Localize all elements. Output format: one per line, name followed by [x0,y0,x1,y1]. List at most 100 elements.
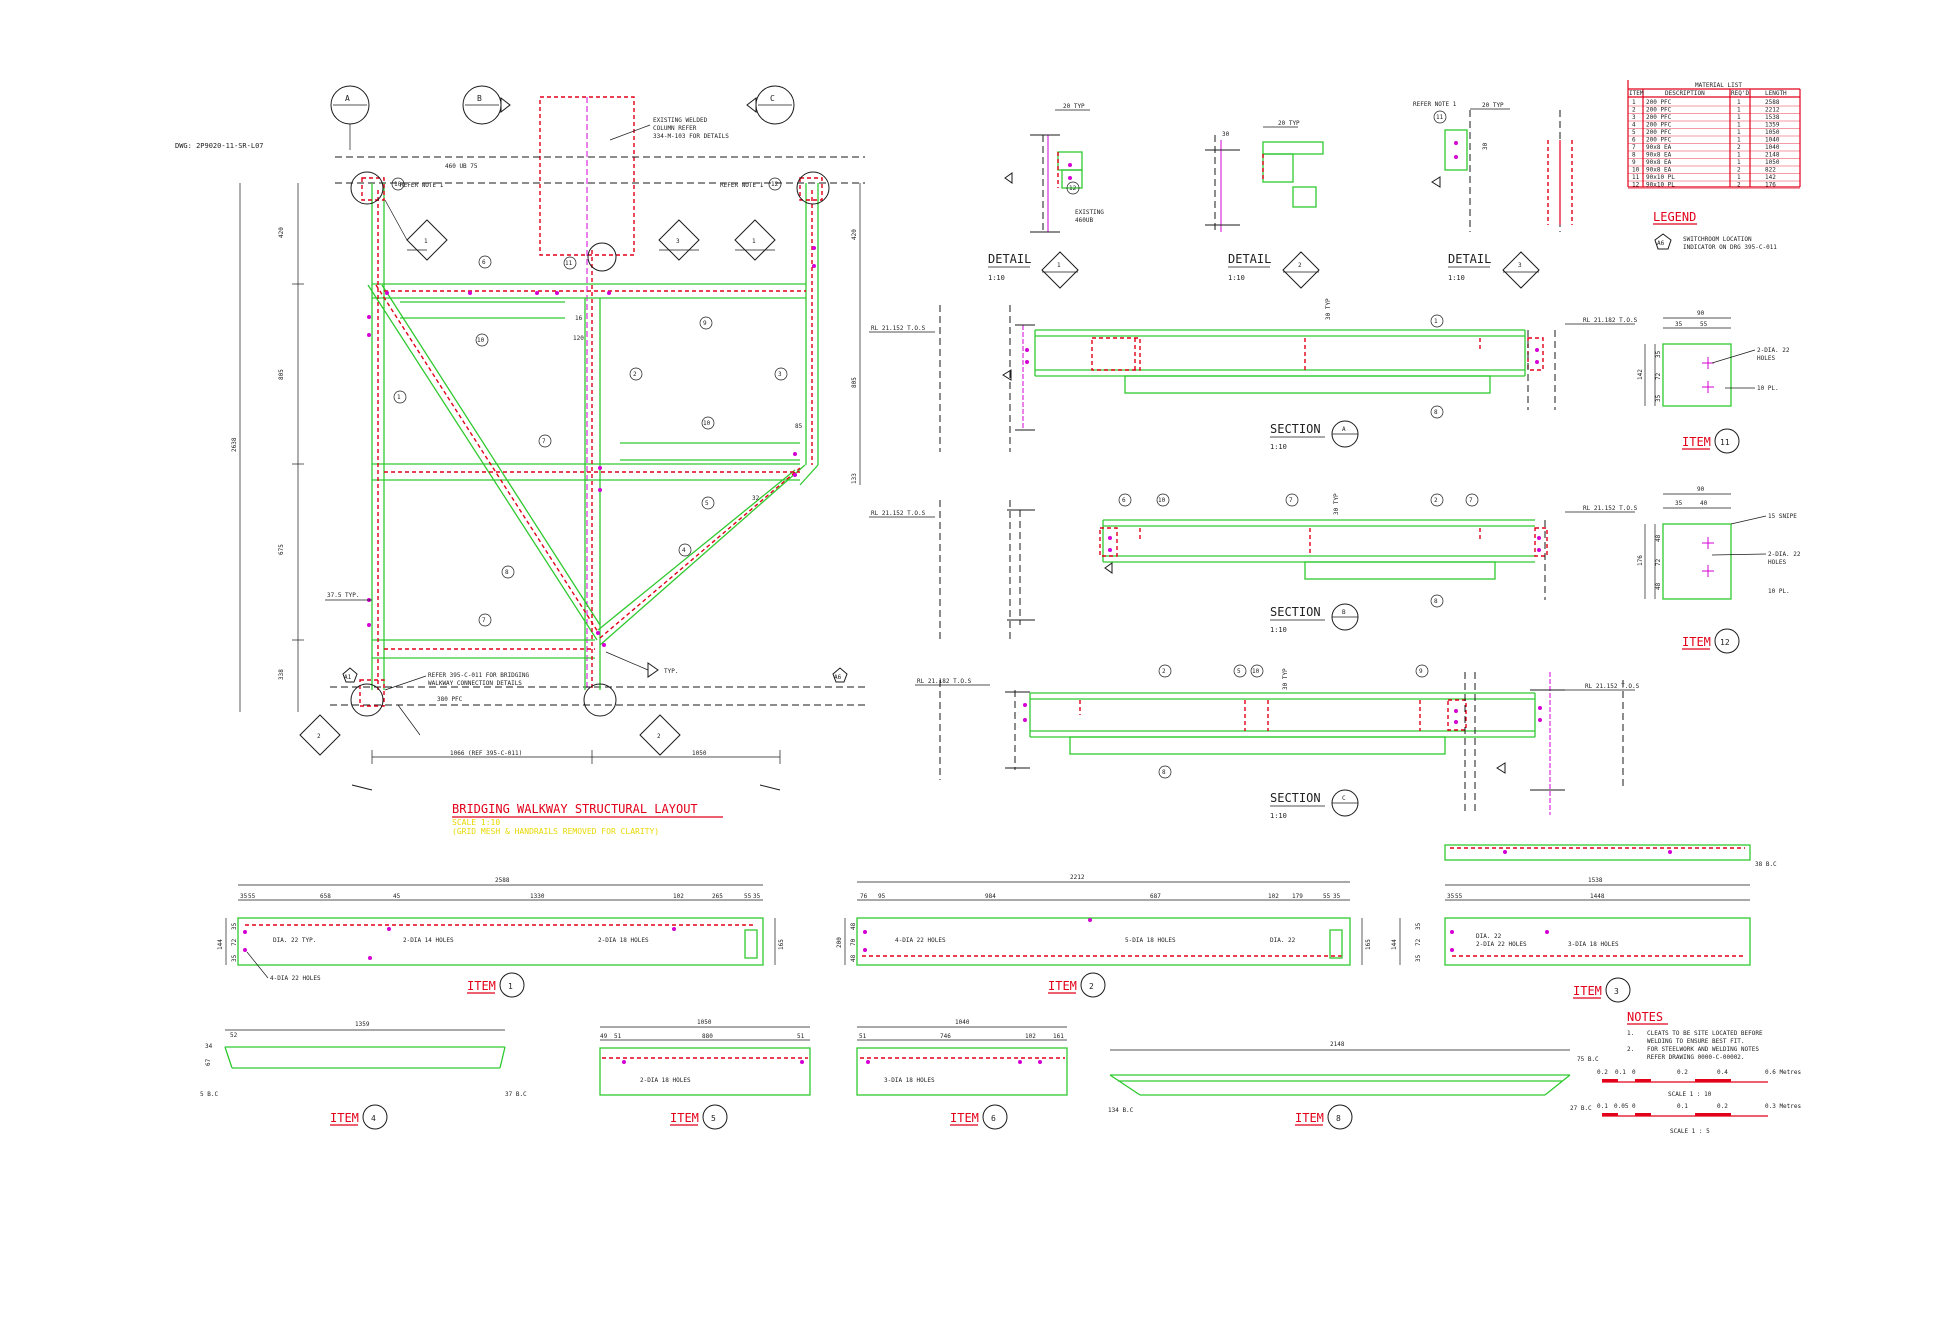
svg-text:REFER 395-C-011 FOR BRIDGING: REFER 395-C-011 FOR BRIDGING [428,672,530,679]
svg-text:1: 1 [752,238,756,245]
svg-text:INDICATOR ON DRG 395-C-011: INDICATOR ON DRG 395-C-011 [1683,244,1777,251]
detail-3: 20 TYP REFER NOTE 1 11 30 DETAIL 1:10 3 [1413,101,1573,289]
svg-text:1050: 1050 [692,750,707,757]
svg-text:4-DIA 22 HOLES: 4-DIA 22 HOLES [270,975,321,982]
svg-text:165: 165 [778,939,785,950]
svg-text:51: 51 [859,1033,867,1040]
material-cell: 1 [1632,99,1636,106]
svg-text:16: 16 [575,315,583,322]
svg-text:A1: A1 [344,674,352,681]
svg-text:334-M-103 FOR DETAILS: 334-M-103 FOR DETAILS [653,133,729,140]
svg-text:805: 805 [278,369,285,380]
svg-text:1538: 1538 [1588,877,1603,884]
svg-text:2-DIA 18 HOLES: 2-DIA 18 HOLES [598,937,649,944]
svg-text:1: 1 [1434,318,1438,325]
svg-text:0.1: 0.1 [1597,1103,1608,1110]
svg-text:2638: 2638 [231,437,238,452]
svg-text:30 TYP: 30 TYP [1333,493,1340,515]
svg-text:30: 30 [1482,142,1489,150]
svg-text:SCALE 1 : 10: SCALE 1 : 10 [1668,1091,1712,1098]
svg-text:746: 746 [940,1033,951,1040]
svg-text:1:10: 1:10 [1448,274,1465,282]
svg-text:RL 21.152 T.O.S: RL 21.152 T.O.S [871,325,926,332]
svg-text:55: 55 [1455,893,1463,900]
svg-text:ITEM: ITEM [1048,979,1077,993]
svg-text:8: 8 [505,569,509,576]
svg-text:3: 3 [778,371,782,378]
svg-text:51: 51 [614,1033,622,1040]
plan-dimensions: 420 805 675 338 2638 420 805 133 37.5 TY… [231,183,861,791]
svg-text:0: 0 [1632,1069,1636,1076]
svg-text:70: 70 [850,938,857,946]
material-cell: 142 [1765,174,1776,181]
material-cell: 90x8 EA [1646,159,1672,166]
material-cell: 4 [1632,122,1636,129]
plan-title: BRIDGING WALKWAY STRUCTURAL LAYOUT [452,802,698,816]
svg-text:35: 35 [1447,893,1455,900]
svg-text:1359: 1359 [355,1021,370,1028]
svg-text:SWITCHROOM LOCATION: SWITCHROOM LOCATION [1683,236,1752,243]
svg-text:1:10: 1:10 [988,274,1005,282]
svg-text:2: 2 [657,733,661,740]
item-8: 2148 75 B.C 134 B.C 27 B.C ITEM 8 [1108,1041,1599,1130]
svg-text:6: 6 [1122,497,1126,504]
svg-text:A6: A6 [1657,240,1665,247]
svg-text:2-DIA. 22: 2-DIA. 22 [1768,551,1801,558]
svg-text:30: 30 [1222,131,1230,138]
svg-text:11: 11 [1436,114,1444,121]
svg-text:133: 133 [851,473,858,484]
svg-text:2: 2 [317,733,321,740]
material-cell: 1 [1737,152,1741,159]
item-11: 90 35 55 142 35 72 35 2-DIA. 22 HOLES 10… [1637,310,1790,454]
svg-text:1448: 1448 [1590,893,1605,900]
svg-text:12: 12 [1720,638,1730,647]
material-cell: 8 [1632,152,1636,159]
svg-text:1: 1 [397,394,401,401]
svg-text:2: 2 [1089,982,1094,991]
svg-text:12: 12 [771,181,779,188]
svg-text:3-DIA 18 HOLES: 3-DIA 18 HOLES [884,1077,935,1084]
svg-text:179: 179 [1292,893,1303,900]
svg-text:3: 3 [1518,262,1522,269]
material-cell: 6 [1632,137,1636,144]
svg-text:76: 76 [860,893,868,900]
locator-legend-icon [1654,233,1672,250]
svg-text:35: 35 [1333,893,1341,900]
svg-text:0.6 Metres: 0.6 Metres [1765,1069,1802,1076]
svg-text:DETAIL: DETAIL [1448,252,1491,266]
svg-text:1:10: 1:10 [1270,812,1287,820]
svg-text:LEGEND: LEGEND [1653,210,1696,224]
svg-text:2588: 2588 [495,877,510,884]
svg-text:10 PL.: 10 PL. [1768,588,1790,595]
svg-text:1: 1 [424,238,428,245]
item-6: 1040 51 746 102 161 3-DIA 18 HOLES ITEM … [856,1019,1068,1130]
svg-text:338: 338 [278,669,285,680]
svg-text:A: A [345,94,350,103]
svg-text:34: 34 [205,1043,213,1050]
svg-text:1066 (REF 395-C-011): 1066 (REF 395-C-011) [450,750,522,757]
svg-text:72: 72 [231,938,238,946]
material-list: MATERIAL LIST ITEM DESCRIPTION REQ'D LEN… [1627,80,1801,189]
material-cell: 1 [1737,99,1741,106]
svg-text:20 TYP: 20 TYP [1063,103,1085,110]
material-cell: 1 [1737,114,1741,121]
svg-text:5: 5 [711,1114,716,1123]
svg-text:1: 1 [508,982,513,991]
svg-text:A: A [1342,426,1346,433]
svg-text:B: B [1342,609,1346,616]
svg-text:35: 35 [240,893,248,900]
svg-text:2.: 2. [1627,1046,1634,1053]
svg-text:ITEM: ITEM [1295,1111,1324,1125]
svg-text:265: 265 [712,893,723,900]
material-cell: 90x10 PL [1646,174,1675,181]
svg-text:20 TYP: 20 TYP [1278,120,1300,127]
svg-text:ITEM: ITEM [950,1111,979,1125]
svg-text:0.1: 0.1 [1615,1069,1626,1076]
svg-text:TYP.: TYP. [664,668,678,675]
svg-text:5 B.C: 5 B.C [200,1091,218,1098]
svg-text:30 TYP: 30 TYP [1282,668,1289,690]
svg-text:0.2: 0.2 [1677,1069,1688,1076]
material-cell: 2148 [1765,152,1780,159]
svg-text:460 UB 75: 460 UB 75 [445,163,478,170]
svg-text:35: 35 [1675,321,1683,328]
